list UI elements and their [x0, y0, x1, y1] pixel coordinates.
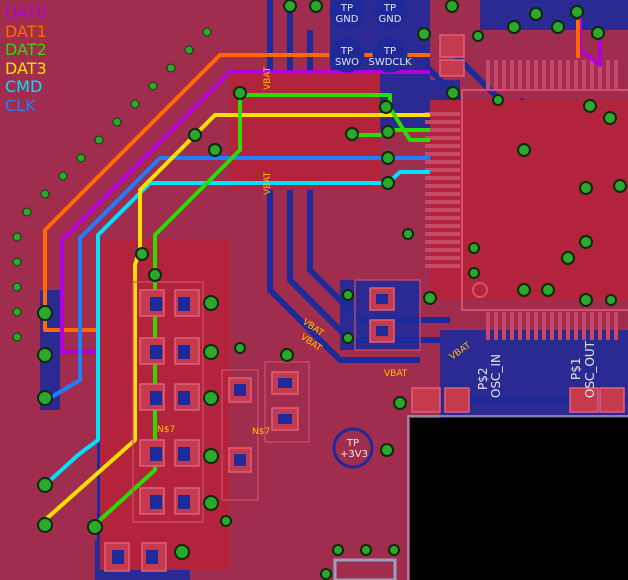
net-vbat-1: VBAT: [263, 66, 273, 90]
tp-swdclk-label: TP: [383, 46, 396, 57]
trace-dat2: [93, 93, 430, 531]
mcu-pins-left: [425, 112, 460, 268]
signal-legend: DAT0 DAT1 DAT2 DAT3 CMD CLK: [5, 3, 47, 115]
tp-3v3-net: +3V3: [340, 449, 368, 460]
package-outline: [407, 415, 628, 580]
legend-item-dat3: DAT3: [5, 58, 47, 78]
net-n37-1: N$7: [157, 425, 175, 435]
vias: [37, 0, 627, 580]
mcu-pins-bottom: [486, 312, 618, 340]
trace-dat0: [60, 70, 430, 354]
legend-item-dat2: DAT2: [5, 40, 47, 59]
legend-item-clk: CLK: [5, 95, 36, 115]
osc-out-net: OSC_OUT: [583, 340, 597, 398]
tp-gnd-2-net: GND: [379, 14, 402, 25]
net-n37-2: N$7: [252, 427, 270, 437]
legend-item-dat0: DAT0: [5, 3, 47, 22]
legend-item-dat1: DAT1: [5, 21, 47, 41]
edge-via-stitching: [12, 27, 212, 342]
tp-swo-net: SWO: [335, 57, 359, 68]
tp-swdclk-net: SWDCLK: [368, 57, 411, 68]
net-vbat-5: VBAT: [384, 369, 408, 379]
osc-out-pad-label: P$1: [569, 357, 583, 380]
tp-gnd-1-label: TP: [340, 3, 353, 14]
component-footprints: [104, 34, 625, 572]
test-points: [329, 0, 408, 469]
tp-gnd-2-label: TP: [383, 3, 396, 14]
trace-clk: [48, 156, 430, 400]
package-body: [410, 418, 628, 580]
tp-swo-label: TP: [340, 46, 353, 57]
connector-outline: [333, 558, 397, 580]
osc-in-pad-label: P$2: [476, 367, 490, 390]
tp-3v3-label: TP: [346, 438, 359, 449]
silkscreen-labels: TP GND TP GND TP SWO TP SWDCLK TP +3V3 P…: [335, 3, 597, 460]
mcu-pins-top: [486, 60, 618, 90]
trace-cmd: [43, 181, 390, 487]
net-vbat-2: VBAT: [263, 171, 273, 195]
pin1-marker: [472, 282, 488, 298]
legend-item-cmd: CMD: [5, 77, 43, 96]
tp-gnd-1-net: GND: [336, 14, 359, 25]
osc-in-net: OSC_IN: [489, 354, 503, 398]
